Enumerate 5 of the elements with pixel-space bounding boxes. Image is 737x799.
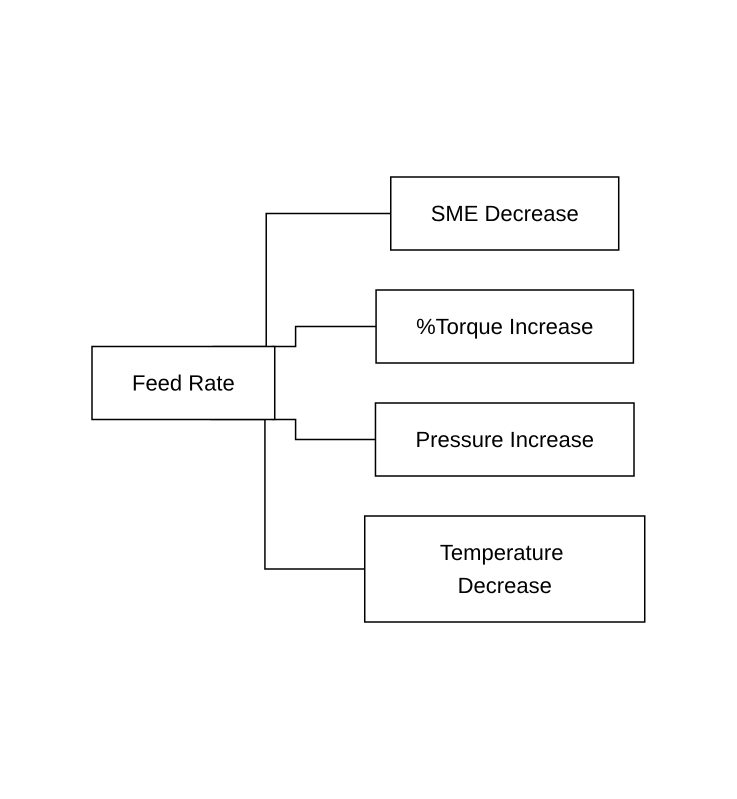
node-box: Feed Rate	[91, 346, 276, 420]
node-box: Temperature Decrease	[364, 515, 646, 623]
node-box: SME Decrease	[390, 176, 620, 251]
node-box: %Torque Increase	[375, 289, 634, 364]
node-box: Pressure Increase	[374, 402, 635, 477]
